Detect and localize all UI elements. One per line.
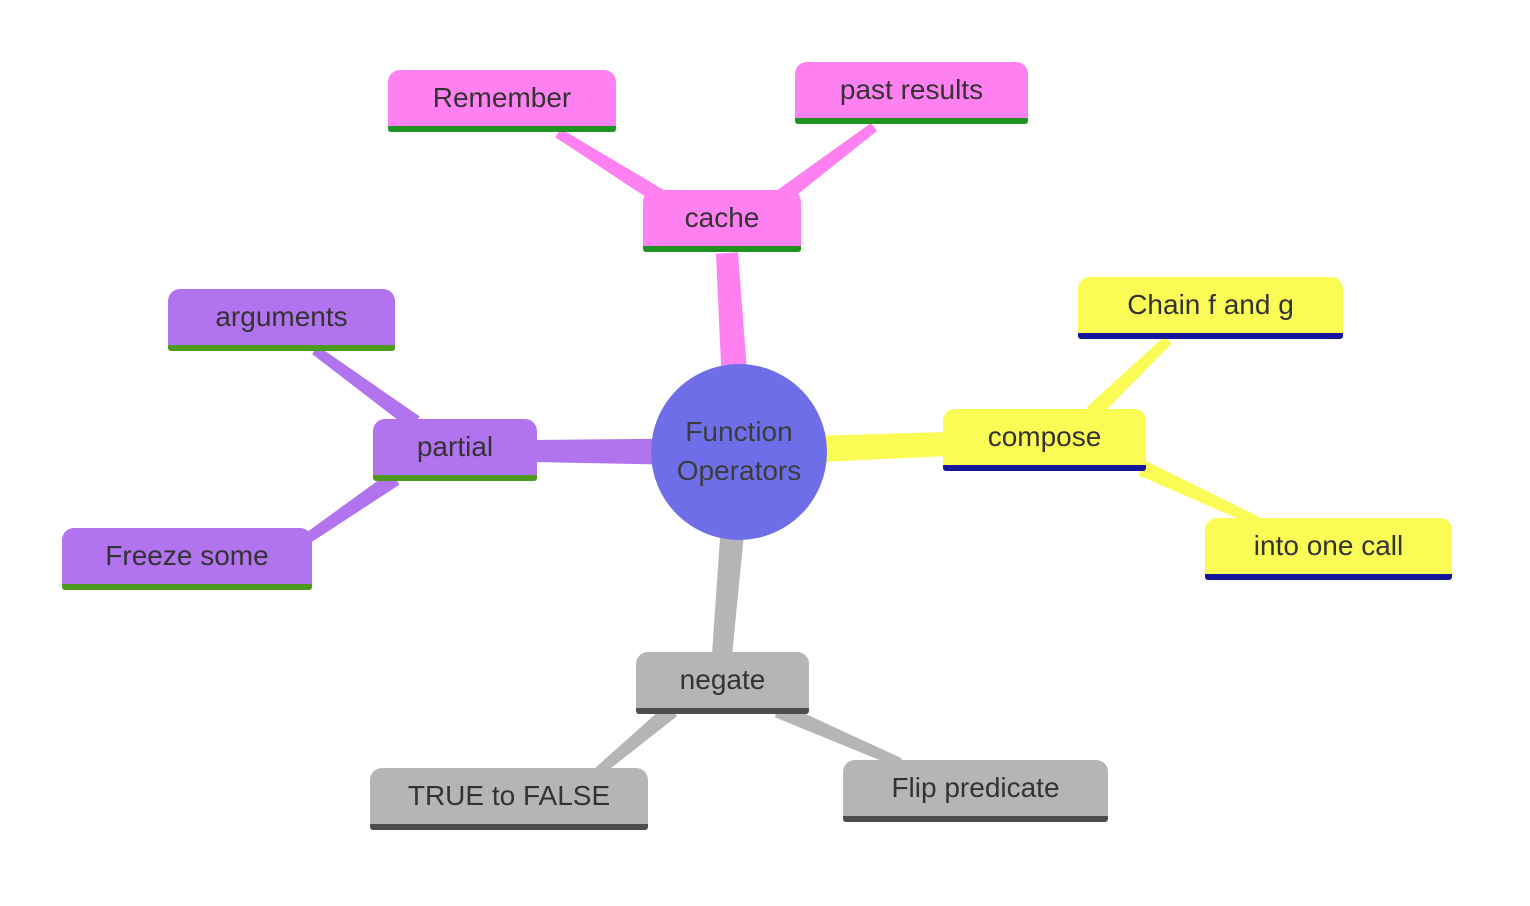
node-partial-label: partial xyxy=(416,431,494,462)
node-function-operators-line2: Operators xyxy=(676,455,802,486)
node-function-operators[interactable]: Function Operators xyxy=(651,364,827,540)
node-chain-f-and-g-label: Chain f and g xyxy=(1127,289,1294,320)
node-negate[interactable]: negate xyxy=(636,652,809,714)
node-partial[interactable]: partial xyxy=(373,419,537,481)
node-chain-f-and-g[interactable]: Chain f and g xyxy=(1078,277,1343,339)
node-flip-predicate-label: Flip predicate xyxy=(891,772,1060,803)
node-function-operators-line1: Function xyxy=(685,416,793,448)
node-freeze-some-label: Freeze some xyxy=(105,540,269,571)
node-negate-label: negate xyxy=(679,664,766,695)
node-compose[interactable]: compose xyxy=(943,409,1146,471)
node-freeze-some[interactable]: Freeze some xyxy=(62,528,312,590)
node-compose-label: compose xyxy=(987,421,1102,452)
node-past-results-label: past results xyxy=(839,74,984,105)
node-past-results[interactable]: past results xyxy=(795,62,1028,124)
node-remember-label: Remember xyxy=(432,82,572,113)
node-true-to-false[interactable]: TRUE to FALSE xyxy=(370,768,648,830)
node-cache[interactable]: cache xyxy=(643,190,801,252)
node-into-one-call-label: into one call xyxy=(1253,530,1404,561)
node-remember[interactable]: Remember xyxy=(388,70,616,132)
node-cache-label: cache xyxy=(684,202,760,233)
node-arguments-label: arguments xyxy=(215,301,348,332)
node-true-to-false-label: TRUE to FALSE xyxy=(407,780,611,811)
node-into-one-call[interactable]: into one call xyxy=(1205,518,1452,580)
node-arguments[interactable]: arguments xyxy=(168,289,395,351)
node-flip-predicate[interactable]: Flip predicate xyxy=(843,760,1108,822)
